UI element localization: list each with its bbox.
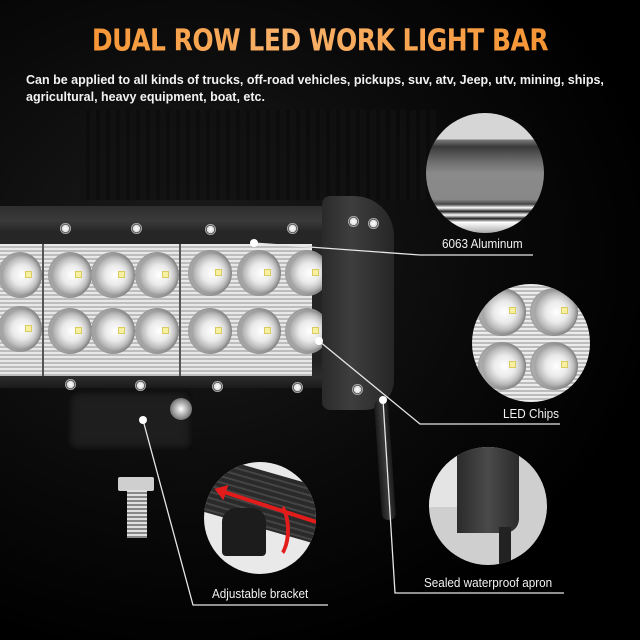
led-spot-icon	[91, 308, 135, 354]
led-spot-icon	[135, 252, 179, 298]
callout-label-waterproof-apron: Sealed waterproof apron	[424, 575, 553, 590]
callout-label-aluminum: 6063 Aluminum	[442, 236, 523, 251]
led-flood-icon	[188, 250, 232, 296]
led-flood-icon	[530, 288, 578, 336]
bolt-nut	[118, 477, 154, 491]
callout-label-led-chips: LED Chips	[503, 406, 559, 421]
screw-icon	[352, 384, 363, 395]
section-divider	[42, 244, 44, 376]
screw-icon	[131, 223, 142, 234]
aluminum-detail-image	[426, 113, 544, 233]
led-flood-icon	[188, 308, 232, 354]
light-bar-end-cap	[322, 196, 394, 410]
rotate-arrow-icon	[260, 500, 290, 560]
apron-housing	[457, 447, 519, 533]
led-lens-panel	[0, 244, 329, 376]
section-divider	[179, 244, 181, 376]
led-spot-icon	[0, 306, 42, 352]
bracket-detail-image	[204, 462, 316, 574]
page-title: DUAL ROW LED WORK LIGHT BAR	[0, 23, 640, 58]
light-bar-housing	[0, 206, 329, 393]
screw-icon	[60, 223, 71, 234]
led-spot-icon	[0, 252, 42, 298]
led-spot-icon	[135, 308, 179, 354]
led-spot-icon	[91, 252, 135, 298]
screw-icon	[348, 216, 359, 227]
screw-icon	[292, 382, 303, 393]
screw-icon	[368, 218, 379, 229]
apron-lens	[429, 455, 459, 507]
product-description: Can be applied to all kinds of trucks, o…	[26, 73, 604, 104]
screw-icon	[212, 381, 223, 392]
background-building	[80, 110, 440, 200]
screw-icon	[205, 224, 216, 235]
led-spot-icon	[48, 308, 92, 354]
screw-icon	[65, 379, 76, 390]
mounting-bolt	[127, 490, 147, 538]
screw-icon	[135, 380, 146, 391]
waterproof-apron-detail-image	[429, 447, 547, 565]
callout-label-adjustable-bracket: Adjustable bracket	[212, 586, 309, 601]
led-spot-icon	[48, 252, 92, 298]
led-spot-icon	[478, 342, 526, 390]
screw-icon	[287, 223, 298, 234]
apron-cable	[499, 527, 511, 565]
led-spot-icon	[478, 288, 526, 336]
led-flood-icon	[237, 250, 281, 296]
led-chips-detail-image	[472, 284, 590, 402]
led-flood-icon	[285, 250, 329, 296]
led-flood-icon	[237, 308, 281, 354]
bracket-bolt-icon	[170, 398, 192, 420]
led-flood-icon	[530, 342, 578, 390]
